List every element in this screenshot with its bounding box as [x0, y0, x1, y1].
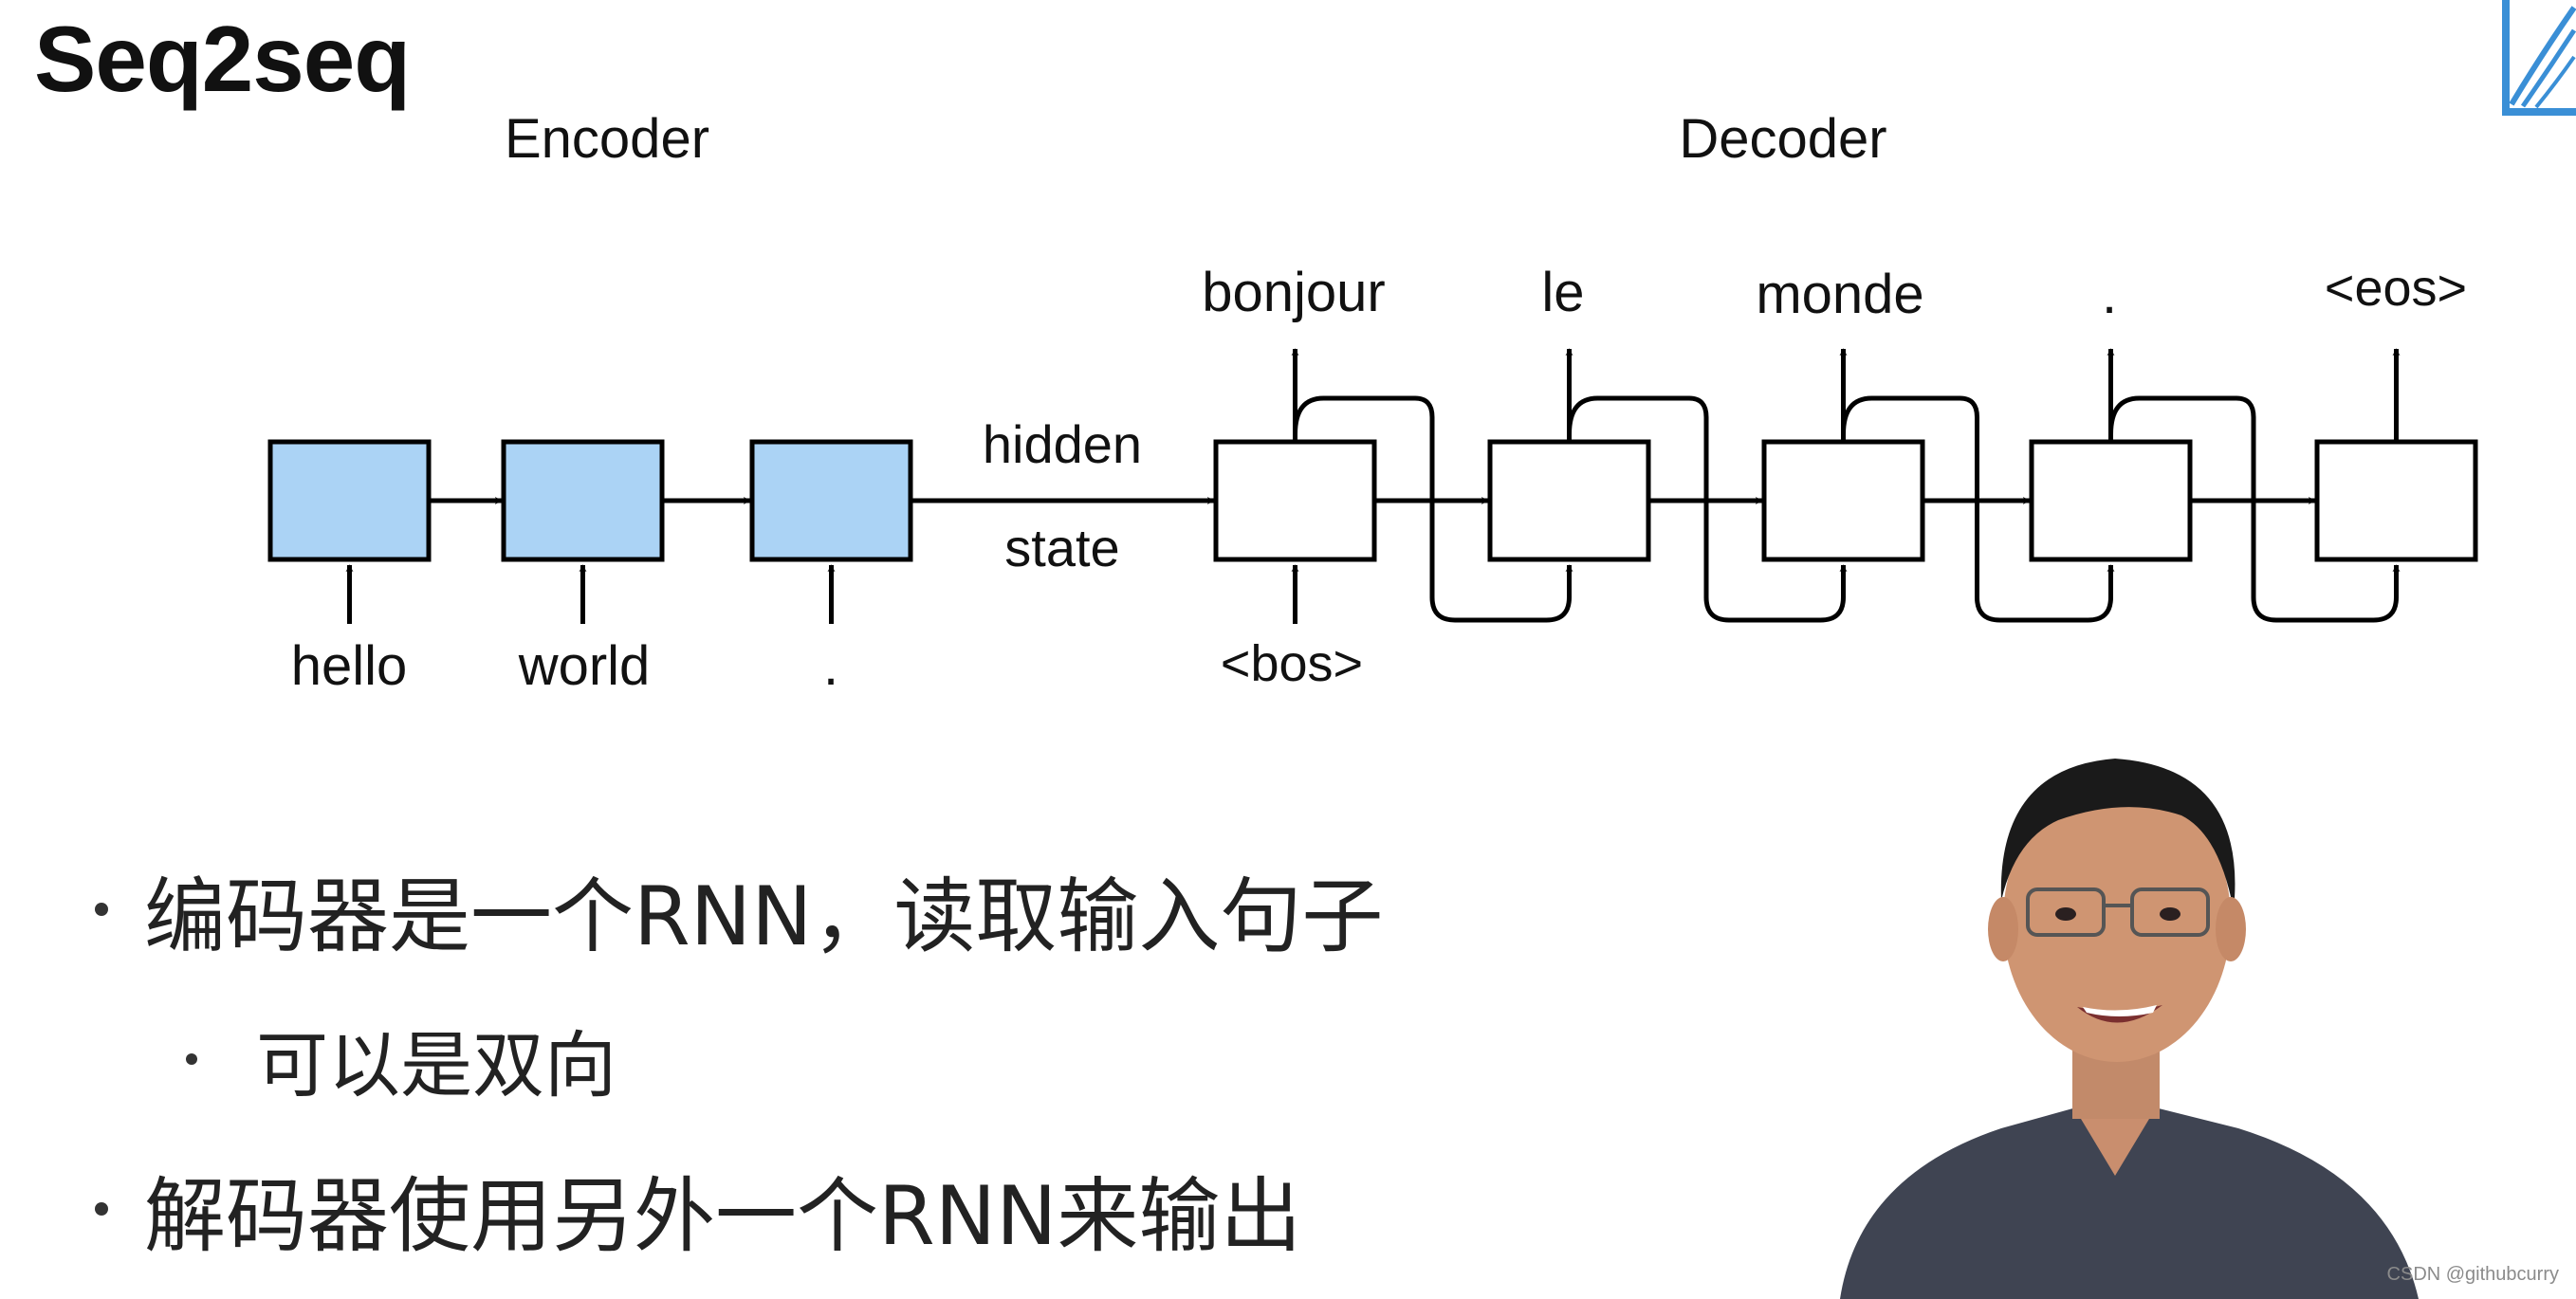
- decoder-rnn-cell: [2314, 439, 2478, 562]
- decoder-input-bos: <bos>: [1221, 635, 1363, 692]
- bilibili-logo-icon: [2502, 0, 2576, 116]
- encoder-input-period: .: [823, 635, 838, 697]
- decoder-output-bonjour: bonjour: [1202, 262, 1385, 323]
- decoder-rnn-cell: [1487, 439, 1651, 562]
- encoder-input-world: world: [518, 635, 651, 697]
- watermark-text: CSDN @githubcurry: [2386, 1264, 2559, 1285]
- bullet-dot: [95, 1201, 108, 1216]
- encoder-rnn-cell: [749, 439, 913, 562]
- decoder-output-monde: monde: [1756, 264, 1923, 325]
- feedback-connector-arrow: [2108, 395, 2401, 623]
- decoder-rnn-cell: [1213, 439, 1377, 562]
- bullet-text: 可以是双向: [256, 1023, 616, 1107]
- feedback-connector-arrow: [1293, 395, 1573, 623]
- presenter-video-overlay: [1840, 759, 2419, 1299]
- decoder-output-period: .: [2102, 264, 2117, 325]
- decoder-output-eos: <eos>: [2325, 260, 2467, 317]
- encoder-rnn-cell: [267, 439, 432, 562]
- encoder-rnn-cell: [501, 439, 665, 562]
- bullet-list: 编码器是一个RNN，读取输入句子 可以是双向 解码器使用另外一个RNN来输出: [95, 850, 1383, 1268]
- feedback-connector-arrow: [1841, 395, 2115, 623]
- decoder-rnn-cell: [2029, 439, 2193, 562]
- encoder-label: Encoder: [505, 108, 709, 170]
- slide-title: Seq2seq: [34, 7, 411, 111]
- bullet-text: 解码器使用另外一个RNN来输出: [144, 1169, 1302, 1264]
- bullet-item: 解码器使用另外一个RNN来输出: [95, 1149, 1301, 1268]
- state-label: state: [1004, 518, 1119, 577]
- decoder-label: Decoder: [1679, 108, 1886, 170]
- bullet-dot: [95, 902, 108, 916]
- sub-bullet-item: 可以是双向: [186, 1007, 616, 1111]
- hidden-label: hidden: [983, 414, 1142, 474]
- feedback-connector-arrow: [1567, 395, 1848, 623]
- bullet-text: 编码器是一个RNN，读取输入句子: [144, 869, 1384, 964]
- encoder-input-hello: hello: [291, 635, 408, 697]
- decoder-output-le: le: [1541, 262, 1584, 323]
- bullet-dot: [186, 1053, 197, 1065]
- decoder-rnn-cell: [1761, 439, 1925, 562]
- bullet-item: 编码器是一个RNN，读取输入句子: [95, 850, 1383, 968]
- seq2seq-diagram: Encoder Decoder hidden state hello world…: [267, 108, 2478, 697]
